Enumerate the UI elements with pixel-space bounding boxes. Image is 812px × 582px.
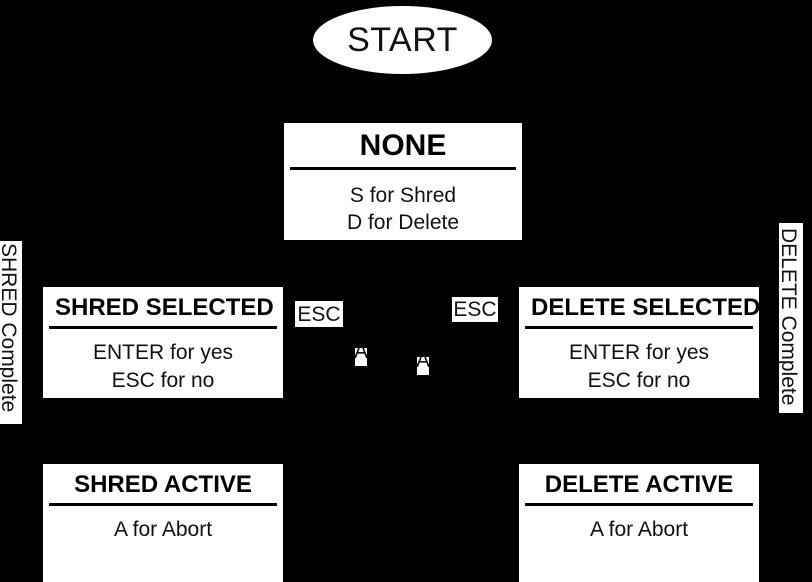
edge-label-abort-delete-text: A xyxy=(415,349,431,372)
node-delete-active-body: A for Abort xyxy=(519,506,759,582)
node-delete-selected-title: DELETE SELECTED xyxy=(525,287,760,329)
edge-label-delete-complete: DELETE Complete xyxy=(779,223,803,413)
node-shred-active-line-1: A for Abort xyxy=(113,517,213,541)
node-none-body: S for Shred D for Delete xyxy=(284,170,522,240)
edge-label-delete-complete-text: DELETE Complete xyxy=(779,228,800,406)
node-start[interactable]: START xyxy=(313,6,492,74)
node-none-line-2: D for Delete xyxy=(346,211,460,235)
node-none-line-1: S for Shred xyxy=(349,183,457,207)
node-shred-active[interactable]: SHRED ACTIVE A for Abort xyxy=(43,464,283,582)
edge-label-abort-delete: A xyxy=(416,350,430,375)
node-none[interactable]: NONE S for Shred D for Delete xyxy=(284,123,522,240)
node-shred-selected-body: ENTER for yes ESC for no xyxy=(43,329,283,398)
node-delete-selected[interactable]: DELETE SELECTED ENTER for yes ESC for no xyxy=(519,287,760,398)
node-start-label: START xyxy=(347,21,458,59)
node-delete-active-line-1: A for Abort xyxy=(589,517,689,541)
edge-label-esc-delete: ESC xyxy=(452,297,498,322)
node-delete-selected-line-1: ENTER for yes xyxy=(568,340,710,364)
node-delete-active[interactable]: DELETE ACTIVE A for Abort xyxy=(519,464,759,582)
node-shred-active-title: SHRED ACTIVE xyxy=(49,464,277,506)
node-shred-selected-title: SHRED SELECTED xyxy=(49,287,277,329)
node-shred-selected[interactable]: SHRED SELECTED ENTER for yes ESC for no xyxy=(43,287,283,398)
edge-label-esc-shred: ESC xyxy=(295,301,343,327)
node-shred-selected-line-2: ESC for no xyxy=(111,368,215,392)
edge-label-shred-complete: SHRED Complete xyxy=(0,241,22,424)
node-shred-active-body: A for Abort xyxy=(43,506,283,582)
edge-label-shred-complete-text: SHRED Complete xyxy=(0,243,20,413)
node-delete-active-title: DELETE ACTIVE xyxy=(525,464,753,506)
node-delete-selected-line-2: ESC for no xyxy=(587,368,691,392)
node-none-title: NONE xyxy=(290,123,516,170)
node-delete-selected-body: ENTER for yes ESC for no xyxy=(519,329,759,398)
edge-label-abort-shred: A xyxy=(354,341,368,366)
edge-label-abort-shred-text: A xyxy=(353,340,369,363)
node-shred-selected-line-1: ENTER for yes xyxy=(92,340,234,364)
